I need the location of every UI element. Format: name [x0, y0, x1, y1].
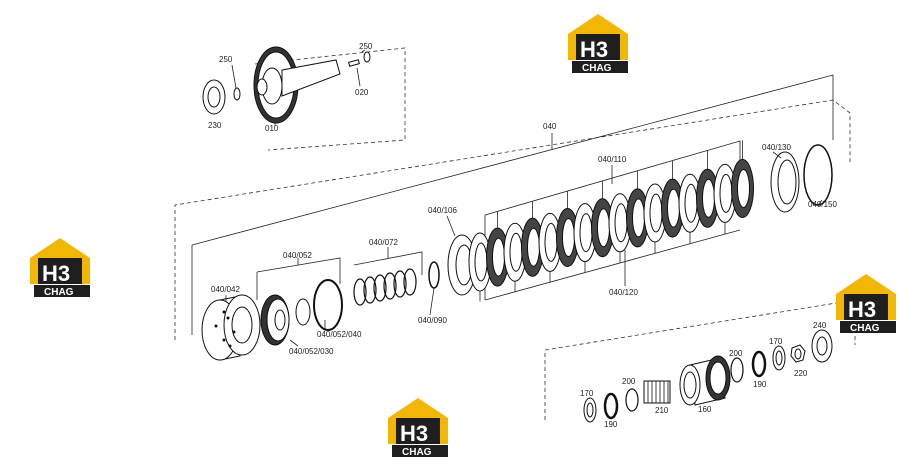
svg-text:CHAG: CHAG: [44, 287, 74, 298]
label-040-150: 040/150: [808, 200, 837, 209]
label-040-052-030: 040/052/030: [289, 347, 334, 356]
svg-text:H3: H3: [400, 421, 428, 446]
disc-bore: [509, 232, 523, 272]
label-040-072: 040/072: [369, 238, 398, 247]
label-040-052-040: 040/052/040: [317, 330, 362, 339]
svg-text:H3: H3: [42, 261, 70, 286]
disc-bore: [737, 169, 750, 208]
pin-020: [348, 59, 360, 67]
label-040-090: 040/090: [418, 316, 447, 325]
ring-190-right: [751, 350, 767, 378]
label-040: 040: [543, 122, 557, 131]
nut-220: [790, 344, 806, 363]
disc-bore: [597, 208, 610, 248]
needle-bearing-210: [643, 380, 671, 404]
disc-bore: [474, 242, 488, 282]
bearing-240: [811, 329, 833, 363]
ring-040-150: [803, 144, 833, 206]
disc-bore: [702, 178, 715, 218]
snap-ring-040-090: [428, 261, 440, 289]
disc-bore: [719, 173, 733, 213]
label-200-right: 200: [729, 349, 743, 358]
label-040-120: 040/120: [609, 288, 638, 297]
logo-h3-chag-right: H3 CHAG: [836, 274, 896, 334]
clutch-frame: [174, 74, 851, 340]
svg-text:CHAG: CHAG: [402, 447, 432, 458]
label-040-106: 040/106: [428, 206, 457, 215]
disc-bore: [562, 218, 575, 257]
label-240: 240: [813, 321, 827, 330]
svg-text:H3: H3: [848, 297, 876, 322]
label-250-right: 250: [359, 42, 373, 51]
label-210: 210: [655, 406, 669, 415]
bearing-230: [202, 79, 226, 115]
svg-text:CHAG: CHAG: [582, 63, 612, 74]
label-040-042: 040/042: [211, 285, 240, 294]
ring-200-left: [625, 388, 639, 412]
plate-040-130: [770, 151, 800, 213]
disc-bore: [527, 227, 540, 267]
plate-040-106: [447, 234, 477, 296]
disc-bore: [684, 183, 698, 223]
ring-250-left: [233, 87, 241, 101]
svg-text:H3: H3: [580, 37, 608, 62]
disc-bore: [649, 193, 663, 233]
disc-bore: [667, 188, 680, 228]
disc-bore: [579, 213, 593, 253]
label-040-052: 040/052: [283, 251, 312, 260]
label-250-left: 250: [219, 55, 233, 64]
clutch-disc-stack: [468, 140, 754, 302]
ring-190-left: [603, 392, 619, 420]
label-040-130: 040/130: [762, 143, 791, 152]
gear-160: [679, 355, 731, 406]
ring-250-right: [363, 51, 371, 63]
svg-text:CHAG: CHAG: [850, 323, 880, 334]
top-shaft-assembly: 250 250 020 230 010: [202, 42, 406, 151]
drum-040-042: [201, 294, 261, 361]
label-160: 160: [698, 405, 712, 414]
label-170-right: 170: [769, 337, 783, 346]
disc-bore: [632, 198, 645, 238]
piston-040-052-030: [260, 294, 290, 346]
label-200-left: 200: [622, 377, 636, 386]
seal-ring-small: [295, 298, 311, 326]
label-020: 020: [355, 88, 369, 97]
gear-010: [253, 46, 341, 124]
spring-pack-040-072: [353, 268, 417, 306]
disc-bore: [544, 222, 558, 262]
seal-040-052-040: [313, 279, 343, 331]
label-010: 010: [265, 124, 279, 133]
label-040-110: 040/110: [598, 155, 627, 164]
ring-200-right: [730, 357, 744, 383]
label-220: 220: [794, 369, 808, 378]
label-190-right: 190: [753, 380, 767, 389]
logo-h3-chag-left: H3 CHAG: [30, 238, 90, 298]
disc-bore: [614, 203, 628, 243]
label-190-left: 190: [604, 420, 618, 429]
label-230: 230: [208, 121, 222, 130]
ring-170-left: [583, 397, 597, 423]
label-170-left: 170: [580, 389, 594, 398]
logo-h3-chag-bottom: H3 CHAG: [388, 398, 448, 458]
ring-170-right: [772, 345, 786, 371]
disc-bore: [492, 237, 505, 277]
lower-assembly: 170 190 200 210 160 200 190 170 220 240: [544, 299, 856, 429]
logo-h3-chag-top: H3 CHAG: [568, 14, 628, 74]
